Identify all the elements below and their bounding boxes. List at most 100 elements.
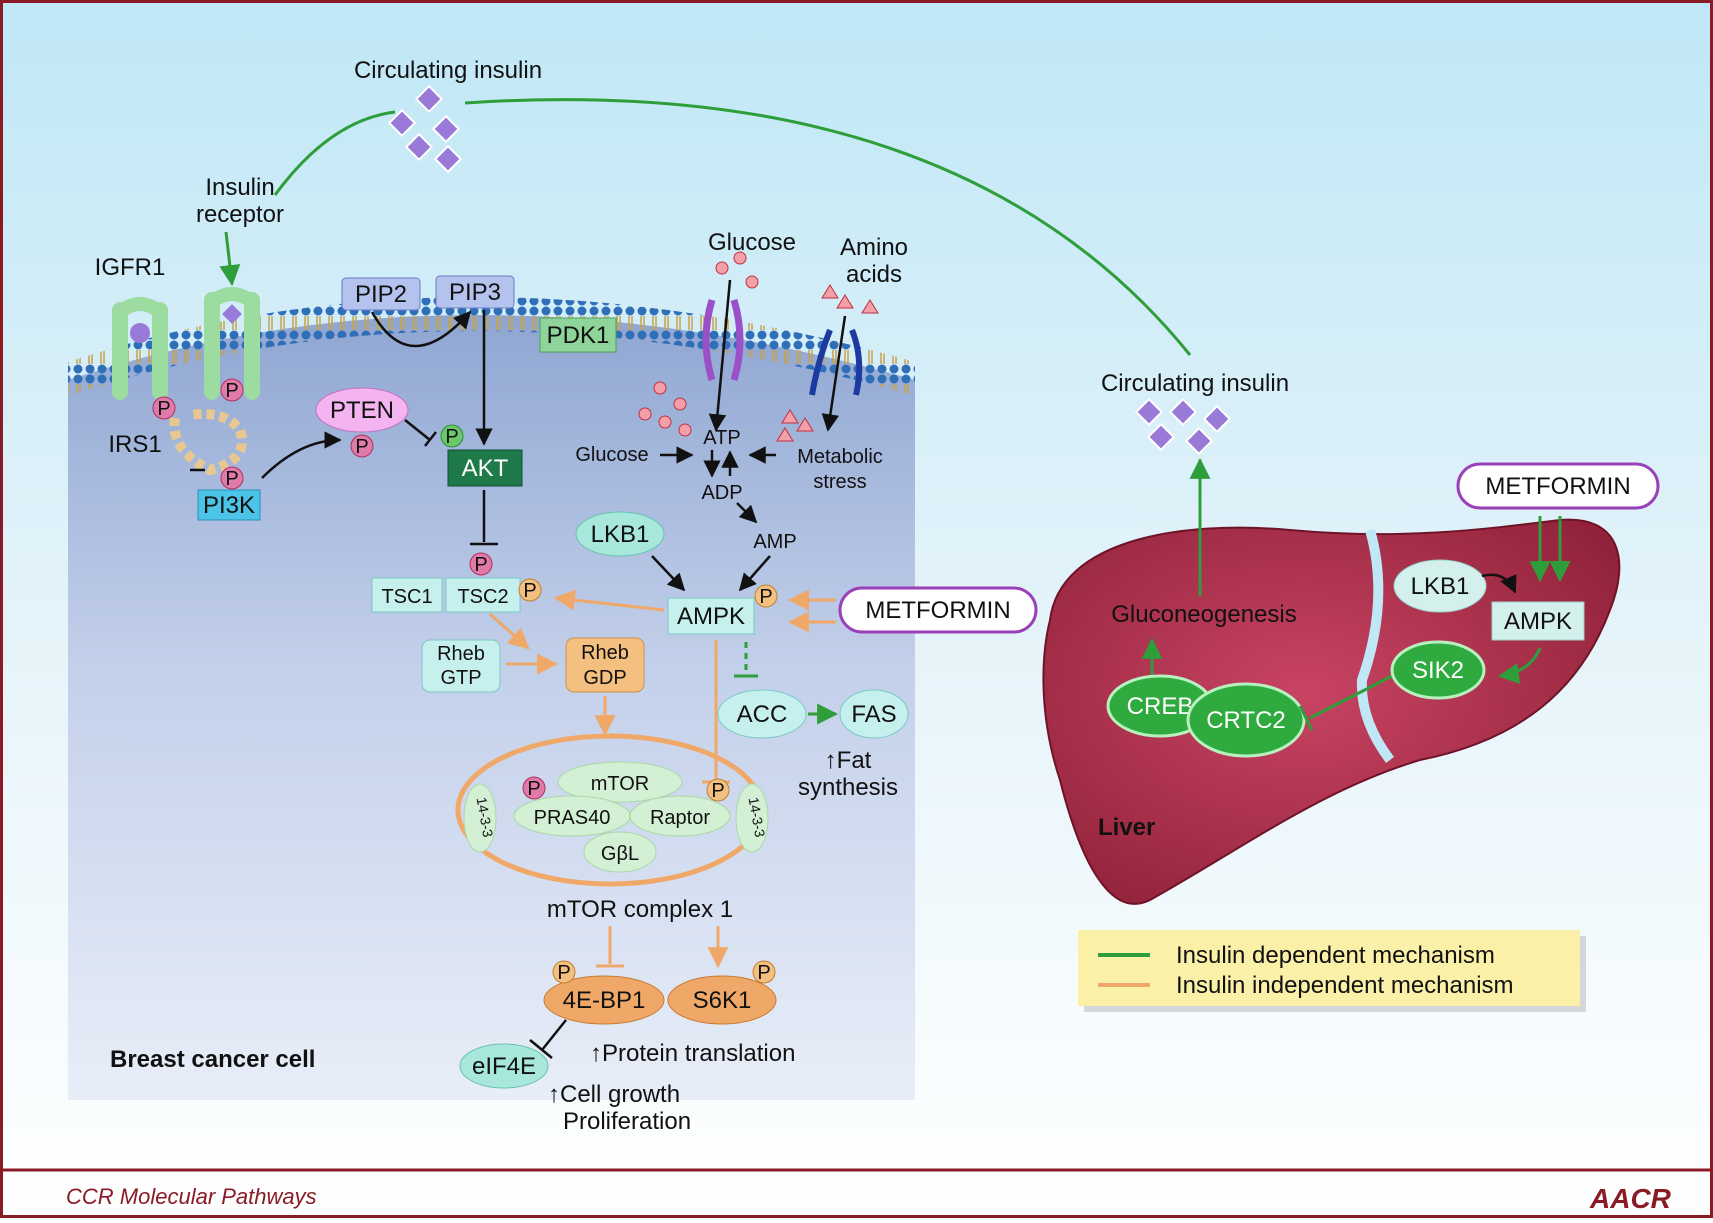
tsc2-ampk-phospho xyxy=(518,578,542,602)
ampk-cell-label: AMPK xyxy=(677,603,745,630)
raptor-phospho xyxy=(706,778,730,802)
receptor-phospho xyxy=(220,378,244,402)
tsc2-label: TSC2 xyxy=(457,586,508,608)
irs1-phospho xyxy=(152,396,176,420)
rheb-gdp-label-1: Rheb xyxy=(581,642,629,664)
pdk1-label: PDK1 xyxy=(547,322,610,349)
eif4e-shape xyxy=(459,1043,549,1089)
glucose-transporter xyxy=(702,298,744,382)
cell-growth-label: ↑Cell growth xyxy=(548,1081,680,1108)
insulin-receptor xyxy=(204,287,260,400)
pip2-label: PIP2 xyxy=(355,281,407,308)
insulin-to-receptor-curve xyxy=(273,110,396,196)
pi3k-phospho xyxy=(220,466,244,490)
insulin-receptor-label-2: receptor xyxy=(196,201,284,228)
sik2-inhibit-crtc2-bar xyxy=(1298,705,1314,731)
raptor-blob xyxy=(629,795,731,837)
rheb-gdp-box xyxy=(565,637,645,693)
legend-label-insulin-independent: Insulin independent mechanism xyxy=(1176,972,1514,999)
irs1-chain xyxy=(169,409,247,476)
mtor-label: mTOR xyxy=(591,773,650,795)
gbl-label: GβL xyxy=(601,843,639,865)
legend-box xyxy=(1078,930,1580,1006)
eif4e-label: eIF4E xyxy=(472,1053,536,1080)
sik2-label: SIK2 xyxy=(1412,657,1464,684)
lkb1-liver-label: LKB1 xyxy=(1411,573,1470,600)
ampk-to-sik2-arrow xyxy=(1497,647,1542,684)
fourteen-three-three-right-label: 14-3-3 xyxy=(746,796,769,839)
metformin-cell-pill xyxy=(838,586,1038,634)
rheb-gdp-label-2: GDP xyxy=(583,667,626,689)
pten-phospho-label: P xyxy=(355,436,368,458)
adp-label: ADP xyxy=(701,482,742,504)
fourteen-three-three-right-blob xyxy=(735,783,769,853)
fourebp1-phospho-label: P xyxy=(557,962,570,984)
proliferation-label: Proliferation xyxy=(563,1108,691,1135)
sik2-inhibit-crtc2-line xyxy=(1309,674,1393,720)
metformin-liver-pill xyxy=(1456,462,1660,510)
breast-cancer-cell-body xyxy=(68,315,915,1100)
amp-label: AMP xyxy=(753,531,796,553)
akt-label: AKT xyxy=(462,455,509,482)
pten-phospho xyxy=(350,434,374,458)
glucose-inner-label: Glucose xyxy=(575,444,648,466)
ampk-cell-phospho xyxy=(754,584,778,608)
fourebp1-inhibit-eif4e-line xyxy=(541,1019,567,1051)
pten-shape xyxy=(315,387,409,433)
glucose-top-label: Glucose xyxy=(708,229,796,256)
protein-translation-label: ↑Protein translation xyxy=(590,1040,795,1067)
pten-inhibit-bar xyxy=(424,431,437,447)
raptor-phospho-label: P xyxy=(711,780,724,802)
acc-label: ACC xyxy=(737,701,788,728)
lkb1-cell-label: LKB1 xyxy=(591,521,650,548)
ampk-to-tsc2-arrow xyxy=(553,589,665,612)
amino-acids-in-arrow xyxy=(821,315,847,432)
pdk1-box xyxy=(539,317,617,353)
pip2-box xyxy=(341,277,421,311)
tsc2-akt-phospho xyxy=(469,552,493,576)
cell-membrane xyxy=(68,297,915,396)
amino-acids-label-2: acids xyxy=(846,261,902,288)
fas-shape xyxy=(839,689,909,739)
pten-label: PTEN xyxy=(330,397,394,424)
crtc2-label: CRTC2 xyxy=(1206,707,1286,734)
akt-phospho xyxy=(440,424,464,448)
glucose-molecules-inner xyxy=(638,381,692,437)
pi3k-box xyxy=(197,489,261,521)
glucose-molecules-top xyxy=(715,251,759,289)
insulin-molecules-liver xyxy=(1134,397,1232,456)
igfr1-label: IGFR1 xyxy=(95,254,166,281)
rheb-gtp-label-2: GTP xyxy=(440,667,481,689)
liver-shape xyxy=(1042,518,1621,905)
fat-synthesis-label-1: ↑Fat xyxy=(825,747,872,774)
mtor-complex-label: mTOR complex 1 xyxy=(547,896,733,923)
ampk-liver-box xyxy=(1491,601,1585,641)
circulating-insulin-liver-label: Circulating insulin xyxy=(1101,370,1289,397)
insulin-molecules-top xyxy=(387,84,463,174)
receptor-phospho-label: P xyxy=(225,380,238,402)
amino-acid-transporter xyxy=(809,328,863,396)
fas-label: FAS xyxy=(851,701,896,728)
amino-acid-molecules-inner xyxy=(776,409,814,442)
pras40-phospho xyxy=(522,776,546,800)
fourebp1-inhibit-eif4e-bar xyxy=(529,1039,553,1059)
metformin-liver-label: METFORMIN xyxy=(1485,473,1630,500)
tsc2-akt-phospho-label: P xyxy=(474,554,487,576)
lkb1-to-ampk-arrow xyxy=(651,555,686,592)
pip3-label: PIP3 xyxy=(449,279,501,306)
gluconeogenesis-label: Gluconeogenesis xyxy=(1111,601,1296,628)
rheb-gtp-label-1: Rheb xyxy=(437,643,485,665)
fourebp1-label: 4E-BP1 xyxy=(563,987,646,1014)
raptor-label: Raptor xyxy=(650,807,710,829)
pten-inhibit-line xyxy=(404,419,431,441)
acc-shape xyxy=(717,689,807,739)
metabolic-stress-label-1: Metabolic xyxy=(797,446,883,468)
mtor-blob xyxy=(557,761,683,803)
ampk-cell-phospho-label: P xyxy=(759,586,772,608)
tsc2-box xyxy=(445,577,521,613)
pras40-label: PRAS40 xyxy=(534,807,611,829)
irs1-phospho-label: P xyxy=(157,398,170,420)
ampk-cell-box xyxy=(667,597,755,635)
